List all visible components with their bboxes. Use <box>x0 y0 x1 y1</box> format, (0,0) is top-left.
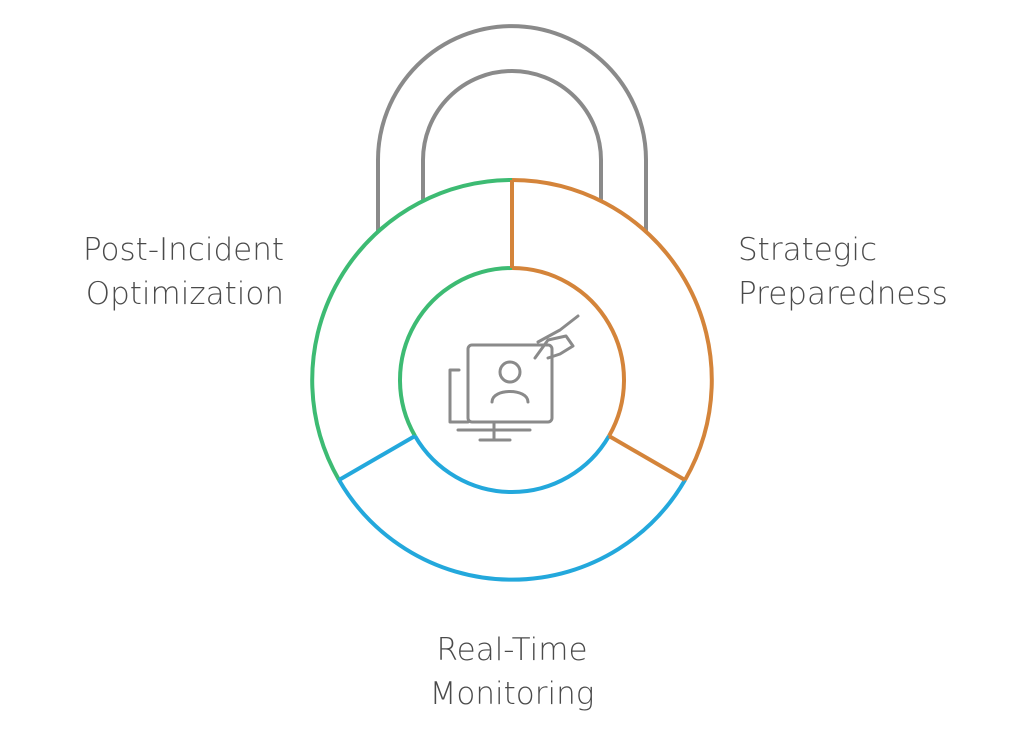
shackle-inner <box>421 69 603 201</box>
divider-right <box>607 434 687 482</box>
label-line: Preparedness <box>738 276 948 312</box>
ring-arc-real-time <box>337 478 687 582</box>
label-post-incident-optimization: Post-Incident Optimization <box>83 228 284 316</box>
label-line: Real-Time <box>436 632 588 668</box>
outer-ring <box>310 178 714 582</box>
inner-arc-strategic <box>511 266 626 437</box>
label-strategic-preparedness: Strategic Preparedness <box>738 228 948 316</box>
divider-left <box>337 434 417 482</box>
label-line: Post-Incident <box>82 232 284 268</box>
label-real-time-monitoring: Real-Time Monitoring <box>430 628 595 716</box>
lock-shackle <box>376 24 648 232</box>
inner-arc-post-incident <box>398 266 513 437</box>
inner-arc-real-time <box>413 434 611 494</box>
monitor-user-touch-icon <box>448 314 580 442</box>
shackle-outer <box>376 24 648 232</box>
label-line: Optimization <box>85 276 284 312</box>
ring-arc-strategic <box>511 178 714 481</box>
ring-arc-post-incident <box>310 178 513 481</box>
label-line: Monitoring <box>429 676 595 712</box>
label-line: Strategic <box>738 232 878 268</box>
